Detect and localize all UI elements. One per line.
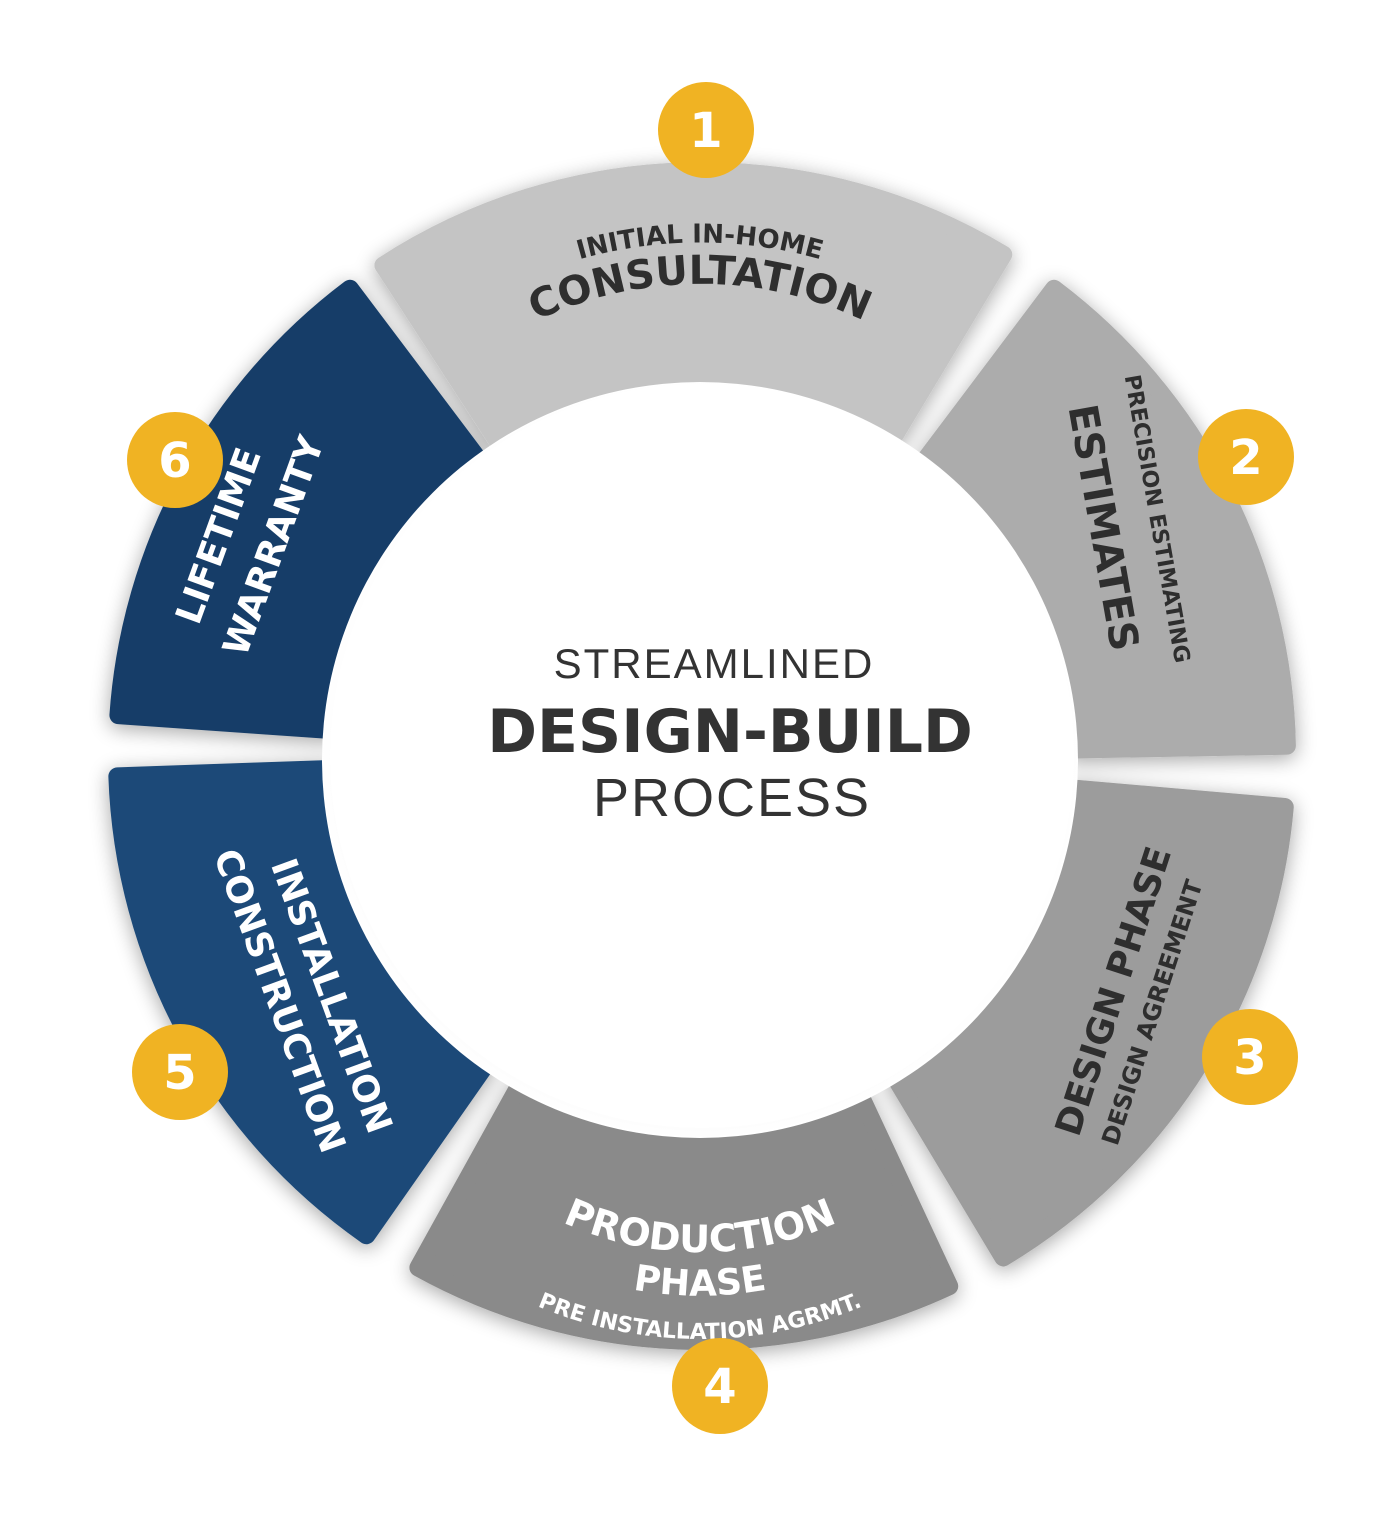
center-title-line1: STREAMLINED — [554, 640, 875, 687]
step4-number: 4 — [703, 1359, 736, 1415]
center-title-line3: PROCESS — [593, 768, 871, 828]
step4-title-line2: PHASE — [631, 1258, 768, 1305]
step1-badge-circle — [658, 82, 754, 178]
step5-badge-circle — [132, 1024, 228, 1120]
step1-number-badge: 1 — [658, 82, 754, 178]
step3-badge-circle — [1202, 1009, 1298, 1105]
step6-badge-circle — [127, 412, 223, 508]
step2-number-badge: 2 — [1198, 409, 1294, 505]
step2-number: 2 — [1229, 430, 1262, 486]
step5-number: 5 — [163, 1045, 196, 1101]
step4-badge-circle — [672, 1338, 768, 1434]
step6-number: 6 — [158, 433, 191, 489]
step3-number-badge: 3 — [1202, 1009, 1298, 1105]
step4-number-badge: 4 — [672, 1338, 768, 1434]
center-title-line2: DESIGN-BUILD — [487, 697, 973, 767]
step6-number-badge: 6 — [127, 412, 223, 508]
step1-number: 1 — [689, 103, 722, 159]
step2-badge-circle — [1198, 409, 1294, 505]
step5-number-badge: 5 — [132, 1024, 228, 1120]
step3-number: 3 — [1233, 1030, 1266, 1086]
center-circle — [330, 384, 1074, 1128]
